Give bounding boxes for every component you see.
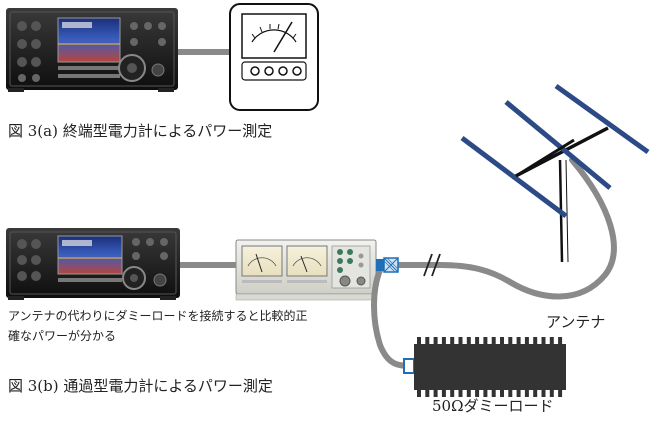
- terminating-power-meter: [229, 3, 319, 111]
- dummy-load-fin: [549, 389, 554, 397]
- dummy-load-fin: [425, 337, 430, 345]
- dummy-load-fin: [475, 389, 480, 397]
- dummy-load-fin: [558, 389, 563, 397]
- dummy-load-fin: [483, 389, 488, 397]
- dummy-load-fin: [417, 389, 421, 397]
- dummy-load-label: 50Ωダミーロード: [432, 397, 554, 415]
- dummy-load-fin: [483, 337, 488, 345]
- cable-break-mark: [423, 253, 433, 277]
- dummy-load-fin: [558, 337, 563, 345]
- dummy-load-fin: [433, 389, 438, 397]
- dummy-load-fin: [524, 389, 529, 397]
- dummy-load-fin: [466, 337, 471, 345]
- dummy-load-fin: [475, 337, 480, 345]
- dummy-load: [403, 337, 566, 397]
- dummy-load-fin: [541, 337, 546, 345]
- dummy-load-fin: [450, 389, 455, 397]
- dummy-load-fin: [533, 337, 538, 345]
- dummy-load-fin: [508, 337, 513, 345]
- cable-break-mark: [431, 253, 441, 277]
- dummy-load-fin: [533, 389, 538, 397]
- dummy-load-fin: [516, 389, 521, 397]
- dummy-load-fin: [508, 389, 513, 397]
- dummy-load-fin: [500, 337, 504, 345]
- dummy-load-fin: [466, 389, 471, 397]
- dummy-load-fin: [541, 389, 546, 397]
- dummy-load-fin: [524, 337, 529, 345]
- dummy-load-fin: [433, 337, 438, 345]
- dummy-load-fin: [441, 389, 446, 397]
- antenna-label: アンテナ: [546, 313, 606, 331]
- cable-b-to-dummy: [371, 267, 415, 369]
- through-power-meter: [235, 239, 377, 301]
- dummy-load-fin: [417, 337, 421, 345]
- note-line-1: アンテナの代わりにダミーロードを接続すると比較的正: [8, 309, 308, 323]
- dummy-load-fin: [458, 337, 463, 345]
- dummy-load-fin: [441, 337, 446, 345]
- dummy-load-fin: [491, 337, 496, 345]
- transceiver-a: [6, 8, 178, 92]
- dummy-load-fin: [500, 389, 504, 397]
- figure-b-caption: 図 3(b) 通過型電力計によるパワー測定: [8, 377, 273, 395]
- dummy-load-fin: [450, 337, 455, 345]
- dummy-load-fin: [516, 337, 521, 345]
- figure-a-caption: 図 3(a) 終端型電力計によるパワー測定: [8, 122, 273, 140]
- cable-b-to-antenna: [393, 157, 617, 300]
- dummy-load-fin: [458, 389, 463, 397]
- connector-icon: [376, 257, 399, 273]
- dummy-load-fin: [425, 389, 430, 397]
- dummy-load-fin: [549, 337, 554, 345]
- dummy-load-fin: [491, 389, 496, 397]
- yagi-antenna: [460, 83, 650, 263]
- note-line-2: 確なパワーが分かる: [8, 329, 117, 343]
- transceiver-b: [6, 228, 180, 300]
